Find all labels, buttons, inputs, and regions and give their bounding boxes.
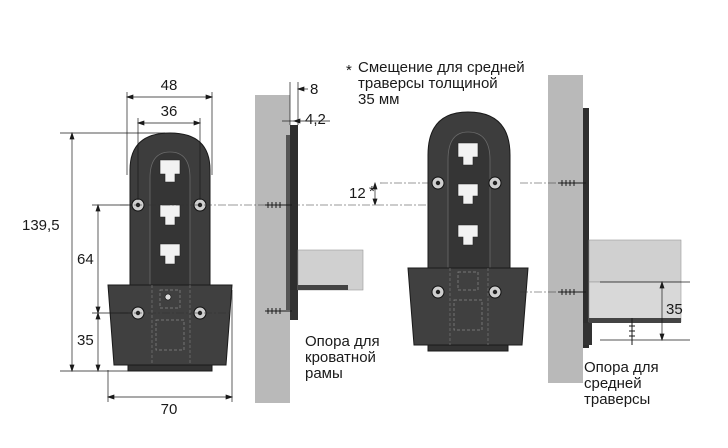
- dim-offset-mark: *: [369, 183, 375, 200]
- note-line1: Смещение для средней: [358, 59, 525, 76]
- right-side-view: [520, 75, 682, 383]
- dim-lower-height: 35: [77, 332, 94, 349]
- note-line2: траверсы толщиной: [358, 75, 498, 92]
- dim-right-height: 35: [666, 301, 683, 318]
- note-marker: *: [346, 62, 352, 79]
- right-dimension-lines: [600, 280, 690, 342]
- dim-width-top: 48: [161, 77, 178, 94]
- label-right-line1: Опора для: [584, 359, 659, 376]
- dim-hole-spacing: 36: [161, 103, 178, 120]
- left-bracket: [107, 132, 233, 372]
- left-dimension-lines: [60, 92, 234, 402]
- dim-base-width: 70: [161, 401, 178, 418]
- label-right-line2: средней: [584, 375, 642, 392]
- dim-plate-thickness: 4,2: [305, 111, 326, 128]
- left-side-view: [230, 95, 430, 403]
- label-left-line2: кроватной: [305, 349, 376, 366]
- dim-mid-height: 64: [77, 251, 94, 268]
- dim-total-height: 139,5: [22, 217, 60, 234]
- dim-offset: 12: [349, 185, 366, 202]
- right-bracket: [407, 111, 529, 352]
- label-left-line3: рамы: [305, 365, 343, 382]
- side-dimension-lines: [282, 82, 378, 207]
- label-left-line1: Опора для: [305, 333, 380, 350]
- label-right-line3: траверсы: [584, 391, 650, 408]
- dim-wall-thickness: 8: [310, 81, 318, 98]
- note-line3: 35 мм: [358, 91, 399, 108]
